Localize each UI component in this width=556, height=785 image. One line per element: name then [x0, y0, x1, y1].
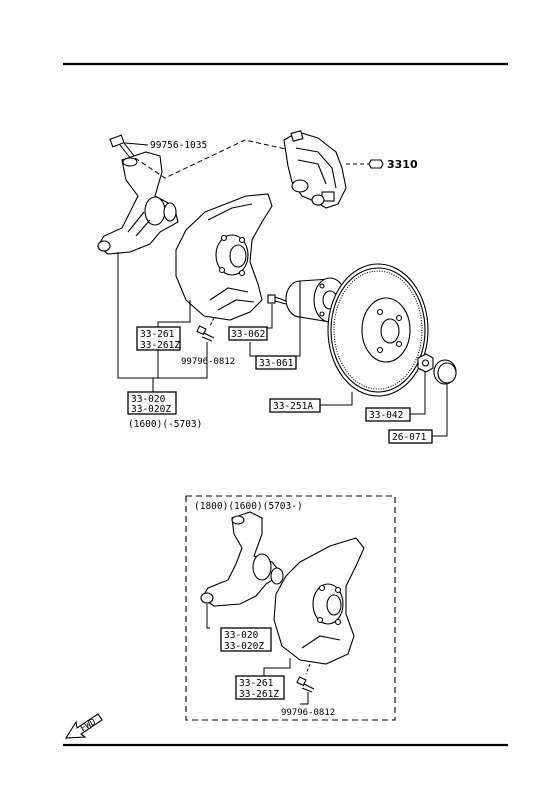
hub-bolt	[267, 294, 287, 305]
label-26-071: 26-071	[392, 432, 427, 443]
box-33-261	[136, 326, 181, 351]
inset-box-33-020	[220, 627, 272, 652]
label-bolt-top: 99756-1035	[150, 140, 207, 151]
inset-label-33-020: 33-020	[224, 630, 259, 641]
hub-nut	[417, 353, 434, 373]
box-33-042	[365, 407, 411, 422]
top-bolt	[109, 134, 149, 160]
label-33-251a: 33-251A	[273, 401, 313, 412]
label-33-020z: 33-020Z	[131, 404, 171, 415]
brake-caliper	[283, 130, 347, 209]
dust-shield	[175, 193, 273, 321]
inset-steering-knuckle	[200, 511, 284, 607]
box-33-251a	[269, 398, 321, 413]
label-inset-note: (1800)(1600)(5703-)	[194, 501, 303, 512]
inset-label-bolt: 99796-0812	[281, 708, 335, 718]
inset-shield-bolt	[296, 663, 315, 693]
inset-label-33-261z: 33-261Z	[239, 689, 279, 700]
grease-cap	[433, 359, 457, 385]
inset-box-33-261	[235, 675, 285, 700]
guide-bolt-caliper	[134, 139, 291, 179]
label-33-061: 33-061	[259, 358, 294, 369]
label-33-042: 33-042	[369, 410, 403, 421]
inset-leader-lines	[206, 604, 309, 705]
box-33-020	[127, 391, 177, 415]
label-variant-note: (1600)(-5703)	[128, 419, 202, 430]
fwd-arrow-icon	[64, 713, 103, 739]
label-caliper: 3310	[387, 158, 418, 171]
shield-bolt	[196, 317, 215, 342]
label-33-261z: 33-261Z	[140, 340, 180, 351]
label-33-020: 33-020	[131, 394, 166, 405]
inset-label-33-261: 33-261	[239, 678, 274, 689]
box-26-071	[388, 429, 433, 444]
box-33-062	[228, 326, 268, 341]
caliper-symbol	[368, 159, 384, 169]
label-bolt-shield: 99796-0812	[181, 357, 235, 367]
box-33-061	[255, 355, 297, 370]
inset-label-33-020z: 33-020Z	[224, 641, 264, 652]
label-33-062: 33-062	[231, 329, 265, 340]
inset-frame	[185, 495, 396, 721]
brake-disc	[327, 263, 429, 397]
leader-lines	[117, 252, 448, 437]
label-33-261: 33-261	[140, 329, 175, 340]
inset-dust-shield	[273, 537, 365, 665]
steering-knuckle	[97, 151, 179, 255]
